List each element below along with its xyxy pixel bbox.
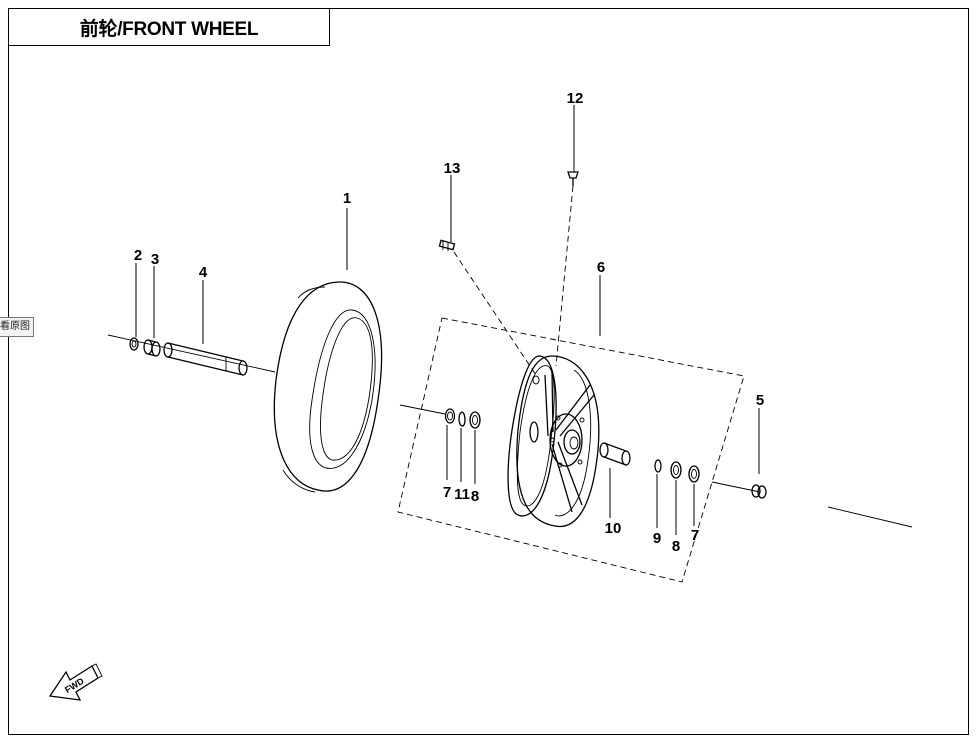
axle-centerline-left	[107, 334, 276, 373]
part-8-bearing-right	[670, 461, 682, 479]
callout-4: 4	[199, 264, 208, 281]
callout-3: 3	[151, 251, 159, 268]
axle-centerline-mid	[399, 404, 446, 415]
callout-leaders	[135, 105, 760, 535]
callout-13: 13	[444, 160, 461, 177]
part-11-circlip	[458, 411, 466, 427]
axle-centerline-end	[827, 506, 913, 528]
callout-6: 6	[597, 259, 605, 276]
part-1-tire	[273, 281, 383, 493]
part-6-rim	[507, 355, 600, 528]
part-10-spacer-tube	[599, 442, 631, 466]
part-2-nut	[129, 337, 139, 351]
callout-10: 10	[605, 520, 622, 537]
part-13-valve	[438, 239, 456, 251]
callout-8-left: 8	[471, 488, 479, 505]
part-3-spacer	[143, 339, 161, 357]
callout-2: 2	[134, 247, 142, 264]
page-title: 前轮/FRONT WHEEL	[8, 8, 330, 46]
callout-1: 1	[343, 190, 351, 207]
callout-11: 11	[454, 486, 470, 503]
callout-7-left: 7	[443, 484, 451, 501]
callout-8-right: 8	[672, 538, 680, 555]
part-4-axle	[163, 342, 248, 376]
part-7-seal-right	[688, 465, 700, 483]
part-9-circlip	[654, 459, 662, 473]
fwd-arrow-icon: FWD	[48, 663, 103, 701]
valve-leader-dashed	[453, 251, 537, 376]
part-7-seal-left	[444, 408, 456, 424]
part-8-bearing-left	[469, 411, 481, 429]
callout-7-right: 7	[691, 527, 699, 544]
rim-assembly-box	[397, 317, 745, 583]
callout-5: 5	[756, 392, 764, 409]
screw-leader-dashed	[555, 185, 574, 367]
part-5-collar	[751, 484, 767, 499]
part-12-screw	[567, 171, 579, 186]
view-original-tab[interactable]: 看原图	[0, 317, 34, 337]
callout-9: 9	[653, 530, 661, 547]
callout-12: 12	[567, 90, 584, 107]
drawing-frame	[8, 8, 969, 735]
fwd-label: FWD	[63, 676, 86, 696]
